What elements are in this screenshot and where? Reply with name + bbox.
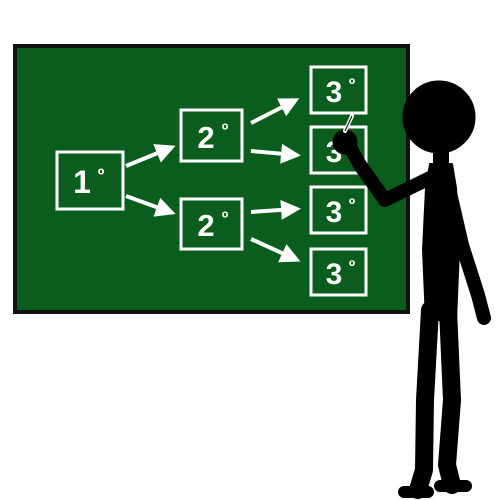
- arrow-2b-to-3c: [250, 199, 301, 220]
- arrow-2a-to-3b: [250, 143, 301, 164]
- stick-figure-teacher-icon: [332, 80, 491, 499]
- hand: [332, 129, 358, 155]
- level3-number: 3: [326, 196, 343, 229]
- level1-box: 1 º: [55, 150, 125, 211]
- level3-ordinal: º: [349, 195, 355, 214]
- level3-box: 3 º: [309, 65, 368, 115]
- arrow-2a-to-3a: [250, 98, 300, 125]
- level3-ordinal: º: [349, 75, 355, 94]
- level1-number: 1: [73, 164, 91, 200]
- arm-down: [440, 173, 491, 325]
- level3-box: 3 º: [309, 185, 368, 235]
- level2-box: 2 º: [179, 197, 244, 251]
- arm-raised: [339, 133, 443, 207]
- arrow-2b-to-3d: [250, 237, 301, 263]
- head: [402, 80, 476, 154]
- arrow-1-to-2a: [125, 144, 176, 168]
- level2-ordinal: º: [222, 208, 229, 228]
- level2-number: 2: [197, 208, 214, 243]
- arrow-1-to-2b: [125, 194, 176, 217]
- level2-box: 2 º: [179, 108, 244, 163]
- arrows: [125, 98, 301, 263]
- level3-number: 3: [326, 258, 343, 291]
- leg-right: [438, 301, 461, 494]
- level2-ordinal: º: [222, 120, 229, 140]
- level2-number: 2: [197, 120, 214, 155]
- level3-number: 3: [326, 76, 343, 109]
- level1-ordinal: º: [98, 165, 105, 185]
- chalk-icon: [343, 114, 354, 133]
- chalkboard: [13, 44, 410, 314]
- level3-ordinal: º: [349, 257, 355, 276]
- level3-box: 3 º: [309, 247, 368, 297]
- leg-left: [409, 301, 439, 499]
